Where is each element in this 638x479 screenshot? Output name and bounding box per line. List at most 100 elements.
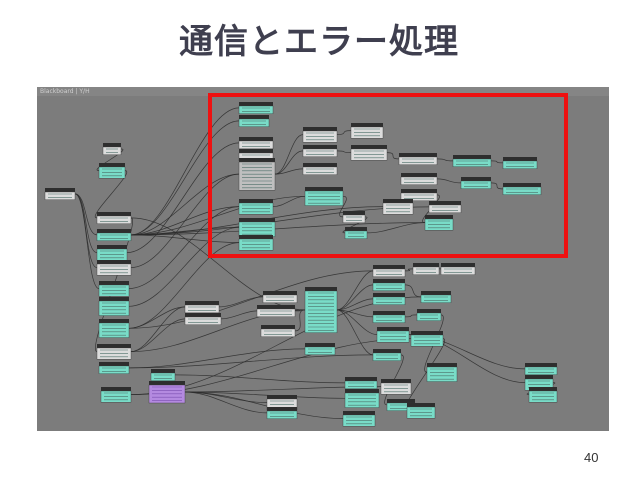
graph-node[interactable] — [420, 291, 452, 304]
graph-node[interactable] — [304, 343, 336, 356]
graph-node[interactable] — [350, 145, 388, 161]
graph-node[interactable] — [400, 173, 438, 186]
graph-node[interactable] — [96, 344, 132, 360]
graph-node[interactable] — [528, 387, 558, 403]
graph-node[interactable] — [428, 201, 462, 214]
node-body — [96, 215, 132, 225]
graph-node[interactable] — [302, 163, 338, 176]
node-header — [103, 143, 121, 147]
node-wire — [339, 195, 347, 218]
graph-node[interactable] — [96, 229, 132, 242]
graph-node[interactable] — [100, 387, 132, 403]
graph-node[interactable] — [424, 215, 454, 231]
graph-node[interactable] — [262, 291, 298, 304]
graph-node[interactable] — [372, 293, 406, 306]
graph-node[interactable] — [302, 145, 338, 158]
graph-node[interactable] — [238, 218, 276, 237]
node-body — [502, 160, 538, 170]
graph-node[interactable] — [98, 281, 130, 297]
graph-node[interactable] — [96, 212, 132, 225]
graph-node[interactable] — [452, 155, 492, 168]
node-wire — [74, 193, 100, 289]
node-wire — [274, 134, 304, 175]
graph-node[interactable] — [98, 163, 126, 179]
node-wire — [336, 150, 352, 153]
graph-node[interactable] — [184, 301, 220, 314]
graph-node[interactable] — [410, 331, 444, 347]
graph-node[interactable] — [342, 411, 376, 427]
node-graph-canvas[interactable] — [37, 87, 609, 431]
graph-node[interactable] — [260, 325, 296, 338]
node-header — [373, 311, 405, 315]
graph-node[interactable] — [98, 297, 130, 316]
node-header — [99, 163, 125, 167]
graph-node[interactable] — [44, 188, 76, 201]
graph-node[interactable] — [266, 407, 298, 420]
graph-node[interactable] — [344, 377, 378, 390]
graph-node[interactable] — [412, 263, 440, 276]
node-wire — [404, 284, 422, 298]
node-header — [401, 189, 437, 193]
graph-node[interactable] — [148, 381, 186, 404]
graph-node[interactable] — [416, 309, 442, 322]
graph-node[interactable] — [184, 313, 222, 326]
graph-node[interactable] — [372, 349, 402, 362]
graph-node[interactable] — [372, 311, 406, 324]
graph-node[interactable] — [372, 265, 406, 278]
graph-node[interactable] — [342, 211, 366, 224]
node-graph-editor[interactable]: Blackboard | Y/H — [37, 87, 609, 431]
node-body — [184, 316, 222, 326]
graph-node[interactable] — [238, 102, 274, 115]
node-header — [461, 177, 491, 181]
graph-node[interactable] — [102, 143, 122, 156]
graph-node[interactable] — [304, 287, 338, 333]
node-header — [99, 297, 129, 301]
graph-node[interactable] — [344, 389, 380, 408]
node-header — [303, 163, 337, 167]
node-header — [373, 293, 405, 297]
graph-node[interactable] — [426, 363, 458, 382]
graph-node[interactable] — [502, 183, 542, 196]
graph-node[interactable] — [372, 279, 406, 292]
node-wire — [274, 150, 304, 175]
graph-node[interactable] — [96, 245, 128, 261]
graph-node[interactable] — [96, 260, 132, 276]
graph-node[interactable] — [98, 319, 130, 338]
graph-node[interactable] — [344, 227, 368, 240]
graph-node[interactable] — [502, 157, 538, 170]
graph-node[interactable] — [302, 127, 338, 143]
node-header — [421, 291, 451, 295]
graph-node[interactable] — [238, 137, 274, 150]
node-body — [304, 290, 338, 333]
node-header — [303, 127, 337, 131]
graph-node[interactable] — [256, 305, 296, 318]
node-header — [345, 389, 379, 393]
node-body — [372, 352, 402, 362]
graph-node[interactable] — [398, 153, 438, 166]
graph-node[interactable] — [376, 327, 410, 343]
node-header — [401, 173, 437, 177]
graph-node[interactable] — [98, 362, 130, 375]
graph-node[interactable] — [440, 263, 476, 276]
node-body — [150, 372, 176, 382]
graph-node[interactable] — [382, 199, 414, 215]
node-header — [525, 375, 553, 379]
graph-node[interactable] — [304, 187, 344, 206]
graph-node[interactable] — [238, 235, 274, 251]
graph-node[interactable] — [460, 177, 492, 190]
node-header — [381, 379, 411, 383]
graph-node[interactable] — [400, 189, 438, 202]
graph-node[interactable] — [406, 403, 436, 419]
graph-node[interactable] — [150, 369, 176, 382]
graph-node[interactable] — [238, 158, 276, 191]
node-header — [267, 407, 297, 411]
graph-node[interactable] — [524, 363, 558, 376]
graph-node[interactable] — [380, 379, 412, 395]
node-header — [377, 327, 409, 331]
node-wire — [404, 268, 414, 272]
node-header — [399, 153, 437, 157]
graph-node[interactable] — [238, 199, 274, 215]
graph-node[interactable] — [350, 123, 384, 139]
node-header — [351, 145, 387, 149]
graph-node[interactable] — [238, 115, 270, 128]
